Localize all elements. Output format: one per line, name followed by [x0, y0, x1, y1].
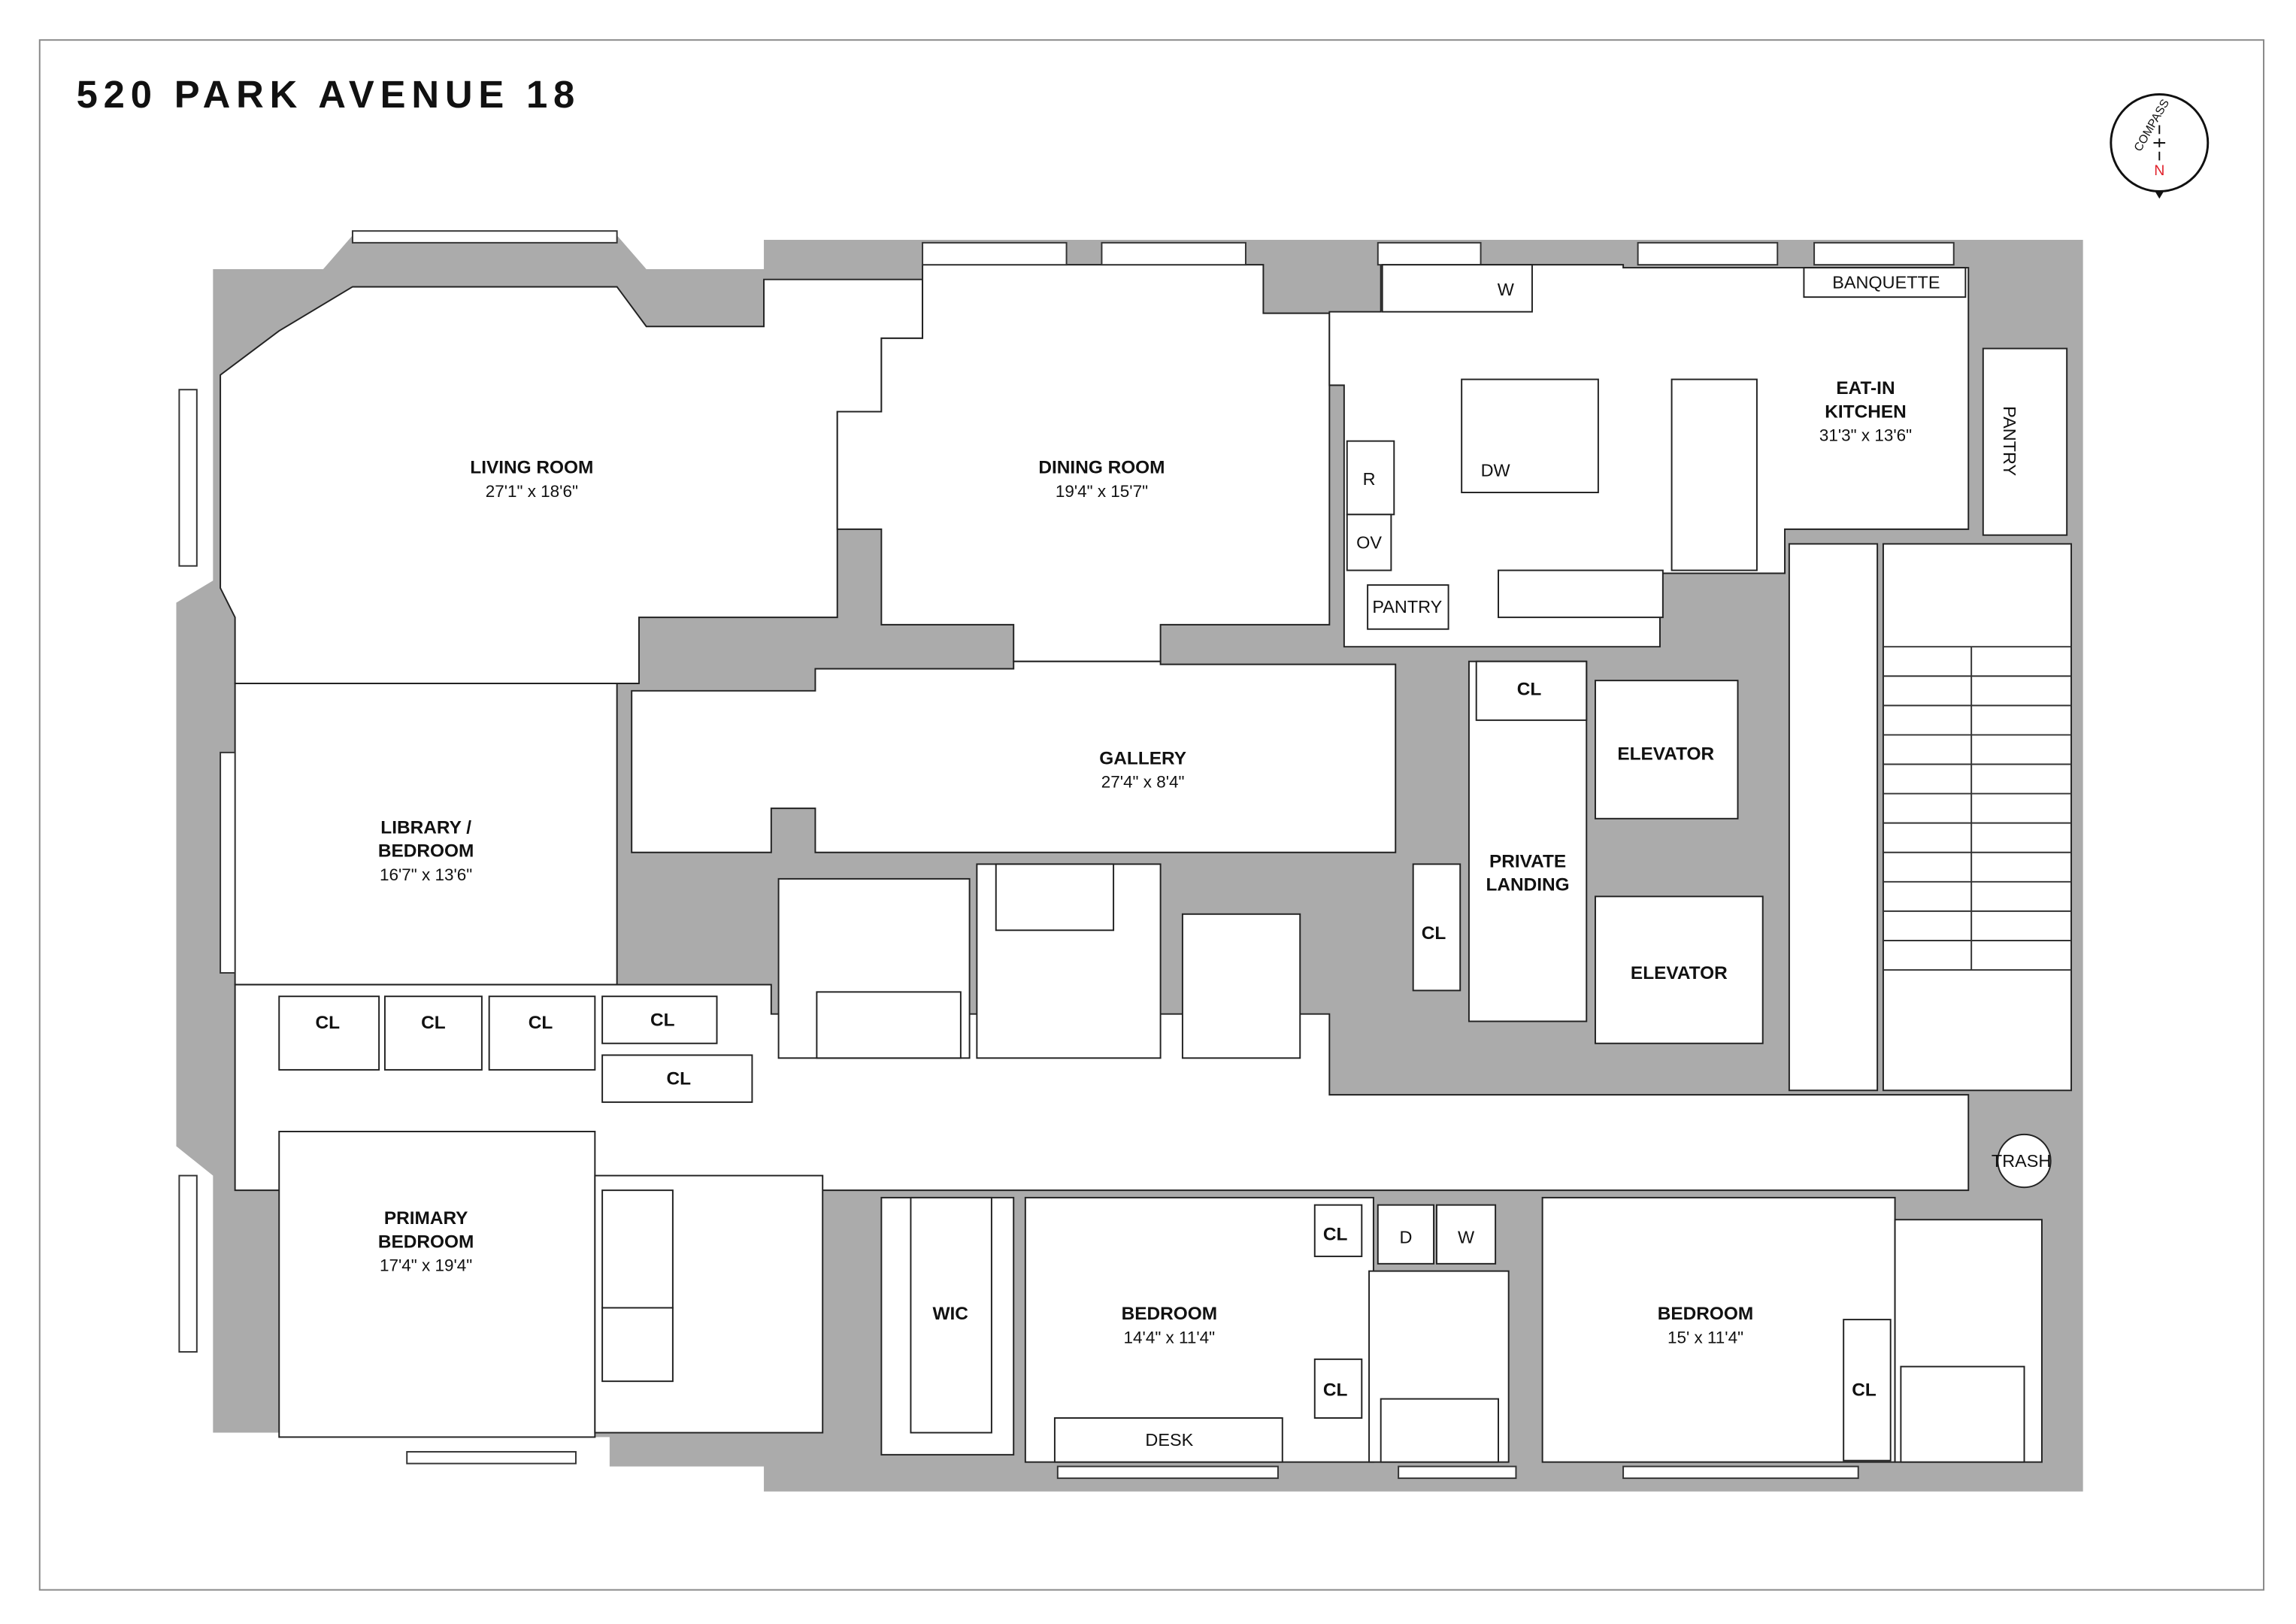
stairwell	[1882, 543, 2073, 1092]
kitchen-label-1: EAT-IN	[1836, 378, 1895, 398]
refrigerator	[1346, 440, 1395, 516]
landing-label-1: PRIVATE	[1489, 851, 1566, 871]
fixtures	[601, 264, 2052, 1463]
bedroom-2-size: 14'4" x 11'4"	[1124, 1328, 1216, 1347]
private-landing	[1468, 660, 1588, 1023]
bathtub-2	[1380, 1398, 1499, 1463]
oven	[1346, 514, 1392, 571]
page-frame	[38, 39, 2264, 1591]
closet-label: CL	[666, 1068, 691, 1089]
closet-label: CL	[650, 1010, 675, 1030]
washer-label: W	[1458, 1227, 1475, 1247]
shower-primary	[601, 1307, 674, 1383]
primary-label-2: BEDROOM	[378, 1232, 474, 1252]
wic-label: WIC	[932, 1304, 968, 1324]
gallery	[631, 660, 1397, 853]
elevator-1	[1594, 680, 1739, 820]
primary-bedroom	[278, 1131, 596, 1438]
closets	[278, 660, 1892, 1462]
dining-room-label: DINING ROOM	[1038, 458, 1165, 478]
living-room-size: 27'1" x 18'6"	[486, 482, 578, 501]
library-label-1: LIBRARY /	[380, 817, 471, 838]
closet-label: CL	[529, 1013, 553, 1033]
library-size: 16'7" x 13'6"	[380, 865, 472, 884]
kitchen-label-2: KITCHEN	[1825, 401, 1906, 422]
banquette	[1803, 267, 1967, 298]
plan-title: 520 PARK AVENUE 18	[77, 73, 580, 116]
gallery-size: 27'4" x 8'4"	[1101, 773, 1185, 792]
bedroom-3-label: BEDROOM	[1658, 1304, 1753, 1324]
pantry-small-label: PANTRY	[1372, 597, 1442, 617]
sink-counter	[1381, 264, 1533, 313]
closet-label: CL	[1517, 680, 1542, 700]
refrigerator-label: R	[1363, 469, 1376, 489]
dryer	[1377, 1204, 1435, 1265]
pantry-small	[1367, 584, 1449, 630]
pantry-kitchen-label: PANTRY	[2000, 406, 2019, 476]
kitchen-island	[1461, 378, 1599, 493]
bedroom-3-size: 15' x 11'4"	[1667, 1328, 1743, 1347]
banquette-label: BANQUETTE	[1832, 272, 1940, 292]
closet-label: CL	[1422, 923, 1446, 944]
shower-3	[1900, 1365, 2025, 1463]
oven-label: OV	[1356, 532, 1382, 552]
shower-1	[995, 863, 1115, 932]
bathtub-primary	[601, 1189, 674, 1309]
elevator-1-label: ELEVATOR	[1617, 744, 1714, 765]
closet-label: CL	[1323, 1380, 1348, 1401]
rooms	[220, 264, 2073, 1463]
washer	[1435, 1204, 1497, 1265]
closet-label: CL	[1852, 1380, 1876, 1401]
library-bedroom	[234, 683, 618, 986]
pantry-kitchen	[1982, 347, 2068, 536]
dining-room	[836, 264, 1331, 662]
range	[1498, 569, 1664, 619]
trash-chute	[1997, 1133, 2052, 1189]
landing-label-2: LANDING	[1486, 875, 1569, 895]
gallery-label: GALLERY	[1099, 748, 1186, 768]
dryer-label: D	[1399, 1227, 1412, 1247]
elevator-2-label: ELEVATOR	[1631, 963, 1728, 983]
washer-top-label: W	[1498, 280, 1515, 299]
compass-north: N	[2154, 162, 2164, 179]
dining-room-size: 19'4" x 15'7"	[1056, 482, 1148, 501]
windows	[178, 230, 1955, 1480]
stairs	[1883, 646, 2072, 971]
service-hall	[1788, 543, 1879, 1092]
kitchen-size: 31'3" x 13'6"	[1819, 426, 1912, 445]
primary-size: 17'4" x 19'4"	[380, 1256, 472, 1275]
wic-rod	[910, 1196, 992, 1434]
dishwasher-label: DW	[1481, 461, 1511, 480]
elevator-2	[1594, 895, 1764, 1044]
bedroom-3	[1541, 1196, 1896, 1463]
desk	[1053, 1417, 1283, 1463]
library-label-2: BEDROOM	[378, 841, 474, 862]
bath-gallery-2	[1181, 913, 1301, 1059]
trash-label: TRASH	[1992, 1151, 2051, 1171]
compass-icon: COMPASS N	[2110, 93, 2210, 199]
closet-label: CL	[421, 1013, 446, 1033]
closet-label: CL	[1323, 1225, 1348, 1245]
living-room-label: LIVING ROOM	[470, 458, 593, 478]
bedroom-2-label: BEDROOM	[1122, 1304, 1217, 1324]
desk-label: DESK	[1145, 1430, 1193, 1450]
closet-label: CL	[315, 1013, 340, 1033]
bathtub-1	[816, 991, 962, 1059]
tall-cabinet	[1671, 378, 1758, 571]
primary-label-1: PRIMARY	[384, 1208, 468, 1229]
